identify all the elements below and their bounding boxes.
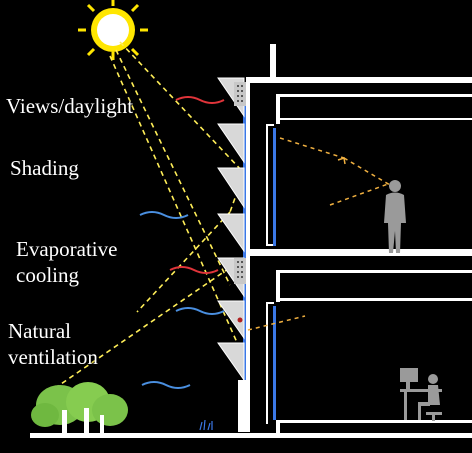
facade-frame — [238, 82, 250, 432]
view-arrowhead — [337, 157, 346, 165]
ground-line — [30, 433, 472, 438]
label-shading: Shading — [10, 156, 79, 180]
person-standing-icon — [384, 180, 406, 253]
building-section — [246, 44, 472, 435]
cool-air-arrows — [139, 211, 225, 389]
evaporative-pads — [234, 82, 246, 323]
sun-icon — [78, 0, 148, 60]
grass-icon — [199, 419, 213, 431]
label-natural: Natural — [8, 319, 71, 343]
person-seated-icon — [400, 368, 442, 421]
view-lines — [247, 137, 391, 331]
sun-rays — [44, 41, 245, 396]
warm-air-arrows — [169, 96, 225, 274]
label-ventilation: ventilation — [8, 345, 98, 369]
tree-icon — [31, 382, 128, 434]
label-evaporative: Evaporative — [16, 237, 118, 261]
label-views-daylight: Views/daylight — [6, 94, 134, 118]
label-cooling: cooling — [16, 263, 79, 287]
